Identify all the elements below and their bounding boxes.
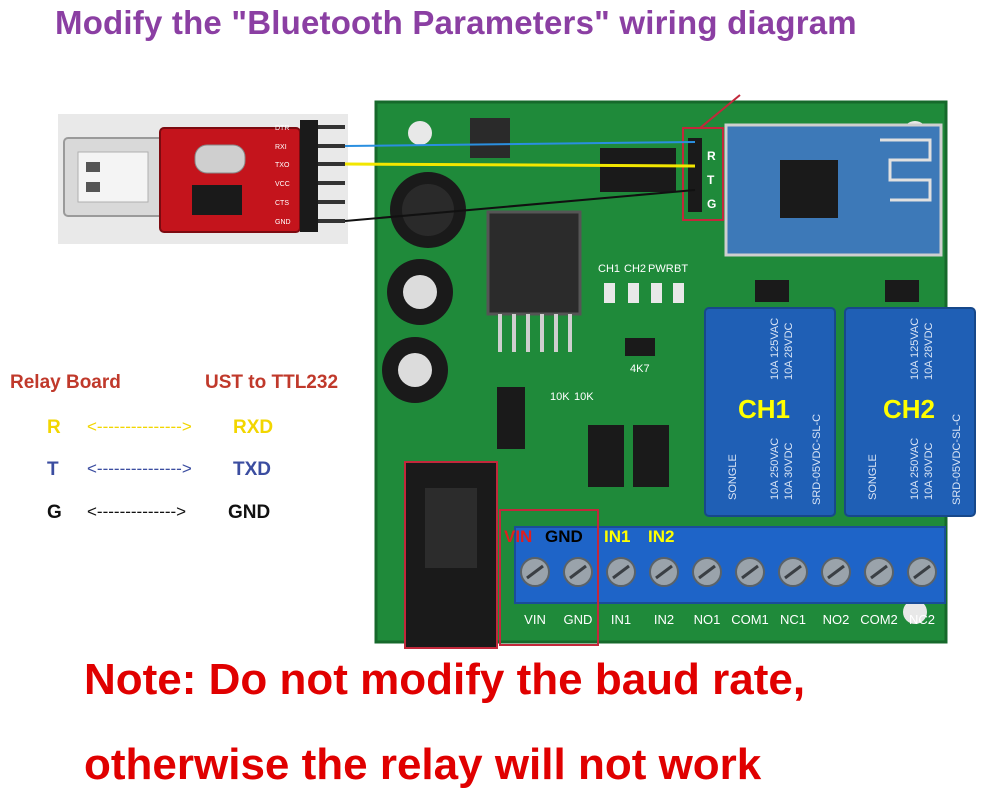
terminal-screw-slot xyxy=(612,564,630,580)
led-label: PWR xyxy=(648,263,674,275)
component-label: 4K7 xyxy=(630,363,650,375)
bt-header xyxy=(682,127,724,221)
bt-pin-label: T xyxy=(707,173,715,187)
chip xyxy=(625,338,655,356)
relay-spec: 10A 30VDC xyxy=(923,442,935,500)
relay-spec: 10A 30VDC xyxy=(783,442,795,500)
jumper-wires xyxy=(344,141,696,222)
relay-brand: SONGLE xyxy=(867,454,879,500)
relay-ch1 xyxy=(704,307,836,517)
optocoupler xyxy=(588,425,624,487)
relay-spec: 10A 125VAC xyxy=(909,318,921,380)
relay-brand: SONGLE xyxy=(727,454,739,500)
legend-arrow: <---------------> xyxy=(87,417,192,436)
legend-arrow: <--------------> xyxy=(87,502,187,521)
chip xyxy=(600,148,676,192)
terminal-label: COM2 xyxy=(860,612,898,627)
legend-right-header: UST to TTL232 xyxy=(205,372,339,393)
resistor-label: 10K xyxy=(574,391,594,403)
led-label: CH2 xyxy=(624,263,646,275)
usb-pin-label: GND xyxy=(275,219,291,226)
relay-ch2-label: CH2 xyxy=(883,394,936,424)
legend-signal-rxd: RXD xyxy=(233,417,274,438)
input-label-gnd: GND xyxy=(545,527,583,546)
diagram-title: Modify the "Bluetooth Parameters" wiring… xyxy=(55,4,857,41)
terminal-screw-slot xyxy=(827,564,845,580)
legend-pin-t: T xyxy=(47,459,59,480)
relay-ch2 xyxy=(844,307,976,517)
led xyxy=(628,283,639,303)
terminal-screw-slot xyxy=(526,564,544,580)
note-line-1: Note: Do not modify the baud rate, xyxy=(84,655,806,704)
terminal-label: IN1 xyxy=(611,612,631,627)
usb-pin-label: CTS xyxy=(275,200,289,207)
legend-pin-g: G xyxy=(47,502,62,523)
wire-gnd xyxy=(344,189,696,222)
terminal-label: NO1 xyxy=(694,612,721,627)
usb-pin-wires xyxy=(318,125,345,223)
terminal-screw-slot xyxy=(569,564,587,580)
input-terminal-highlight xyxy=(499,509,599,646)
relay-spec: 10A 28VDC xyxy=(783,322,795,380)
bt-pin-label: G xyxy=(707,197,716,211)
usb-pin-label: RXI xyxy=(275,144,287,151)
relay-model: SRD-05VDC-SL-C xyxy=(811,414,823,505)
relay-board: CH1 CH2 PWR BT 10K 10K 4K7 R T G xyxy=(374,94,976,649)
wire-tx xyxy=(344,141,696,147)
led-label: BT xyxy=(674,263,688,275)
led xyxy=(604,283,615,303)
terminal-screw-slot xyxy=(913,564,931,580)
terminal-label: COM1 xyxy=(731,612,769,627)
terminal-label: NO2 xyxy=(823,612,850,627)
relay-spec: 10A 250VAC xyxy=(769,438,781,500)
terminal-screw-slot xyxy=(870,564,888,580)
input-label-in2: IN2 xyxy=(648,527,674,546)
voltage-regulator xyxy=(486,210,582,316)
terminal-screw-slot xyxy=(784,564,802,580)
legend-left-header: Relay Board xyxy=(10,372,121,393)
terminal-label: NC1 xyxy=(780,612,806,627)
usb-pin-label: DTR xyxy=(275,125,289,132)
chip xyxy=(497,387,525,449)
relay-spec: 10A 250VAC xyxy=(909,438,921,500)
input-label-vin: VIN xyxy=(504,527,532,546)
terminal-label: IN2 xyxy=(654,612,674,627)
legend-pin-r: R xyxy=(47,417,61,438)
terminal-screw-slot xyxy=(698,564,716,580)
terminal-screws xyxy=(520,557,937,587)
legend-signal-gnd: GND xyxy=(228,502,271,523)
terminal-label: VIN xyxy=(524,612,546,627)
relay-ch1-label: CH1 xyxy=(738,394,791,424)
resistor-label: 10K xyxy=(550,391,570,403)
bt-pin-label: R xyxy=(707,149,716,163)
terminal-label: GND xyxy=(564,612,593,627)
terminal-screw-slot xyxy=(741,564,759,580)
usb-ttl-adapter: DTR RXI TXO VCC CTS GND xyxy=(58,114,348,244)
optocoupler xyxy=(633,425,669,487)
legend-signal-txd: TXD xyxy=(233,459,271,480)
relay-model: SRD-05VDC-SL-C xyxy=(951,414,963,505)
relay-spec: 10A 28VDC xyxy=(923,322,935,380)
relay-spec: 10A 125VAC xyxy=(769,318,781,380)
terminal-screw-slot xyxy=(655,564,673,580)
led xyxy=(673,283,684,303)
chip xyxy=(470,118,510,158)
wire-rx xyxy=(344,162,696,168)
note-line-2: otherwise the relay will not work xyxy=(84,740,762,789)
led xyxy=(651,283,662,303)
usb-pin-label: VCC xyxy=(275,181,290,188)
legend-arrow: <---------------> xyxy=(87,459,192,478)
led-label: CH1 xyxy=(598,263,620,275)
terminal-label: NC2 xyxy=(909,612,935,627)
input-label-in1: IN1 xyxy=(604,527,630,546)
usb-pin-label: TXO xyxy=(275,162,290,169)
